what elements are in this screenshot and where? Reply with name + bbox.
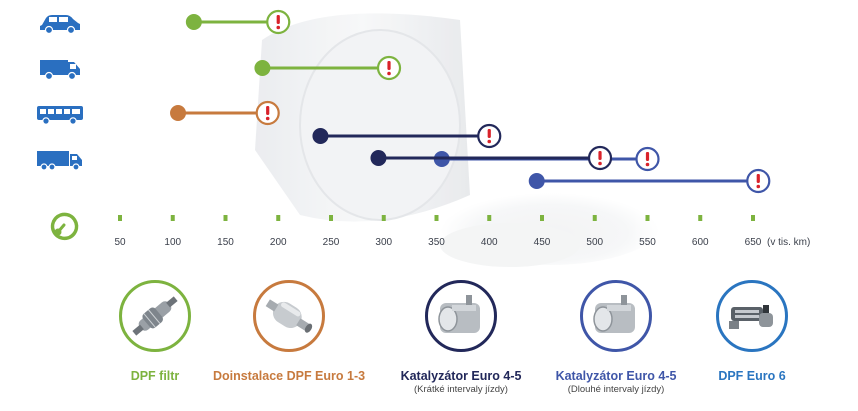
range-truck-blue: [528, 168, 771, 194]
exclamation-icon: [255, 100, 280, 126]
x-tick-label: 300: [375, 237, 392, 248]
legend-title: DPF Euro 6: [718, 369, 786, 383]
exclamation-icon: [266, 9, 291, 35]
x-tick-mark: [381, 215, 386, 221]
range-truck-navy: [370, 145, 613, 171]
x-tick-label: 350: [428, 237, 445, 248]
legend-subtitle: (Krátké intervaly jízdy): [414, 384, 508, 395]
x-tick-mark: [751, 215, 755, 221]
legend-item: DPF Euro 6: [662, 280, 842, 383]
dpf-euro6-image: [716, 280, 788, 352]
range-bus-navy: [312, 123, 502, 149]
x-tick-label: 500: [586, 237, 603, 248]
x-tick-mark: [540, 215, 544, 221]
range-car-green: [185, 9, 291, 35]
dpf-filter-image: [119, 280, 191, 352]
catalyst-short-image: [425, 280, 497, 352]
x-tick-label: 650: [745, 237, 762, 248]
x-tick-mark: [698, 215, 703, 221]
legend-title: Katalyzátor Euro 4-5: [400, 369, 522, 383]
x-tick-label: 200: [270, 237, 287, 248]
range-start-point: [185, 14, 202, 30]
x-axis-ticks: 50 100 150 200 250 300 350 400 450 500 550 600 650: [114, 215, 762, 248]
dpf-retrofit-image: [253, 280, 325, 352]
x-tick-mark: [645, 215, 650, 221]
range-start-point: [370, 150, 387, 166]
x-tick-mark: [170, 215, 175, 221]
range-start-point: [312, 128, 329, 144]
range-bus-orange: [170, 100, 280, 126]
range-series: [170, 9, 771, 194]
x-tick-mark: [276, 215, 281, 221]
x-tick-mark: [487, 215, 492, 221]
legend-item: DPF filtr: [65, 280, 245, 383]
x-tick-label: 550: [639, 237, 656, 248]
x-tick-label: 100: [164, 237, 181, 248]
x-tick-mark: [434, 215, 439, 221]
x-tick-mark: [223, 215, 228, 221]
bus-icon: [37, 106, 83, 125]
x-tick-label: 150: [217, 237, 234, 248]
x-axis-unit-label: (v tis. km): [767, 237, 810, 248]
x-tick-label: 50: [114, 237, 126, 248]
van-icon: [40, 60, 80, 81]
x-tick-mark: [118, 215, 122, 221]
legend-title: Doinstalace DPF Euro 1-3: [212, 369, 366, 383]
x-tick-label: 400: [481, 237, 498, 248]
x-tick-label: 600: [692, 237, 709, 248]
car-icon: [40, 15, 80, 35]
exclamation-icon: [376, 55, 402, 81]
range-start-point: [528, 173, 545, 189]
x-tick-mark: [592, 215, 597, 221]
exclamation-icon: [477, 123, 502, 149]
truck-icon: [37, 151, 82, 171]
x-tick-mark: [329, 215, 333, 221]
legend-title: DPF filtr: [130, 369, 180, 383]
legend-subtitle: (Dlouhé intervaly jízdy): [567, 384, 665, 395]
catalyst-long-image: [580, 280, 652, 352]
speedometer-icon: [50, 212, 79, 241]
legend-item: Katalyzátor Euro 4-5(Dlouhé intervaly jí…: [526, 280, 706, 395]
range-start-point: [254, 60, 271, 76]
range-van-green: [254, 55, 402, 81]
background-drum-image: [255, 13, 660, 267]
exclamation-icon: [746, 168, 771, 194]
range-start-point: [170, 105, 187, 121]
exclamation-icon: [587, 145, 613, 171]
exclamation-icon: [635, 146, 660, 172]
legend-item: Doinstalace DPF Euro 1-3: [199, 280, 379, 383]
x-tick-label: 250: [323, 237, 340, 248]
legend-title: Katalyzátor Euro 4-5: [555, 369, 677, 383]
x-tick-label: 450: [534, 237, 551, 248]
legend-item: Katalyzátor Euro 4-5(Krátké intervaly jí…: [371, 280, 551, 395]
